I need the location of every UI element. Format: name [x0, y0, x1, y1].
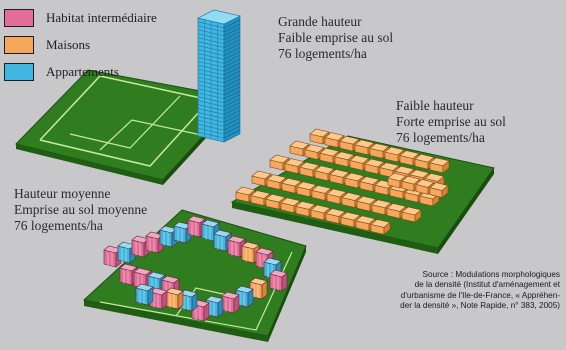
- intermediate-building-pink-side: [233, 294, 240, 314]
- intermediate-building-orange-side: [261, 280, 268, 300]
- tower-floor-line: [223, 117, 241, 127]
- legend-label: Appartements: [46, 64, 119, 79]
- tower-floor-line: [223, 121, 241, 131]
- source-line: Source : Modulations morphologiques: [422, 270, 560, 279]
- intermediate-building-pink-side: [281, 272, 288, 292]
- intermediate-building-pink-side: [161, 290, 168, 310]
- tower-floor-line: [223, 94, 241, 103]
- intermediate-building-blue-side: [191, 292, 198, 312]
- tower-floor-line: [223, 55, 241, 64]
- tower-plot-path-inner: [69, 95, 181, 149]
- tower-floor-line: [223, 90, 241, 100]
- intermediate-plot-edge-right: [268, 246, 306, 342]
- tower-label-line: Faible emprise au sol: [278, 30, 394, 45]
- intermediate-building-blue-side: [217, 298, 224, 318]
- tower-floor-line: [223, 23, 241, 33]
- houses-label-line: Forte emprise au sol: [396, 114, 506, 129]
- tower-floor-line: [223, 106, 241, 115]
- legend-swatch-blue: [4, 63, 34, 81]
- tower-roof: [197, 9, 241, 25]
- legend-item-habitat: Habitat intermédiaire: [4, 8, 157, 28]
- intermediate-label-line: Hauteur moyenne: [14, 186, 111, 201]
- tower-floor-line: [223, 35, 241, 44]
- intermediate-label-line: Emprise au sol moyenne: [14, 202, 148, 217]
- tower-floor-line: [223, 102, 241, 111]
- tower-floor-line: [223, 19, 241, 29]
- tower-floor-line: [223, 74, 241, 84]
- tower-floor-line: [223, 31, 241, 41]
- intermediate-building-blue-side: [247, 288, 254, 308]
- legend-item-maisons: Maisons: [4, 35, 90, 55]
- tower-floor-line: [223, 70, 241, 80]
- tower-floor-line: [223, 47, 241, 56]
- house-side: [441, 184, 449, 199]
- intermediate-plot-edge: [84, 300, 268, 342]
- tower-floor-line: [223, 66, 241, 76]
- tower-floor-line: [223, 82, 241, 92]
- tower-floor-line: [223, 62, 241, 72]
- tower-label-line: Grande hauteur: [278, 14, 362, 29]
- source-line: d'urbanisme de l'Ile-de-France, « Appréh…: [400, 290, 560, 300]
- tower-label-line: 76 logements/ha: [278, 46, 367, 61]
- tower-label: Grande hauteur Faible emprise au sol 76 …: [278, 14, 393, 62]
- house-side: [442, 160, 450, 174]
- legend-label: Habitat intermédiaire: [46, 10, 157, 25]
- house-side: [383, 221, 391, 236]
- tower-plot-edge: [16, 144, 163, 185]
- intermediate-building-blue-side: [147, 286, 154, 306]
- houses-plot-edge-right: [438, 168, 494, 254]
- tower-floor-line: [223, 39, 241, 48]
- houses-label-line: 76 logements/ha: [396, 130, 485, 145]
- tower-floor-line: [223, 51, 241, 60]
- legend-swatch-orange: [4, 36, 34, 54]
- legend-label: Maisons: [46, 37, 91, 52]
- tower-floor-line: [223, 58, 241, 68]
- tower-plot-path-inner-2: [99, 119, 216, 151]
- intermediate-building-orange-side: [177, 290, 184, 310]
- source-line: de la densité (Institut d'aménagement et: [414, 280, 560, 290]
- source-note: Source : Modulations morphologiques de l…: [320, 270, 560, 312]
- legend-item-appartements: Appartements: [4, 62, 119, 82]
- apartment-tower: [197, 9, 241, 143]
- intermediate-label: Hauteur moyenne Emprise au sol moyenne 7…: [14, 186, 147, 234]
- tower-floor-line: [223, 86, 241, 96]
- intermediate-building-pink-side: [203, 302, 210, 322]
- intermediate-label-line: 76 logements/ha: [14, 218, 103, 233]
- tower-floor-line: [223, 98, 241, 107]
- intermediate-buildings: [103, 215, 288, 322]
- tower-floor-line: [223, 43, 241, 52]
- houses-label: Faible hauteur Forte emprise au sol 76 l…: [396, 98, 506, 146]
- tower-floor-line: [223, 27, 241, 37]
- house-side: [414, 209, 422, 223]
- tower-floor-line: [223, 114, 241, 123]
- tower-floor-line: [223, 129, 241, 139]
- source-line: der la densité », Note Rapide, n° 383, 2…: [400, 301, 560, 311]
- tower-floor-line: [223, 125, 241, 135]
- houses-label-line: Faible hauteur: [396, 98, 474, 113]
- tower-floor-line: [223, 110, 241, 119]
- houses-plot-edge: [232, 202, 438, 254]
- tower-floor-line: [223, 78, 241, 88]
- houses-rows: [235, 128, 450, 236]
- legend-swatch-pink: [4, 9, 34, 27]
